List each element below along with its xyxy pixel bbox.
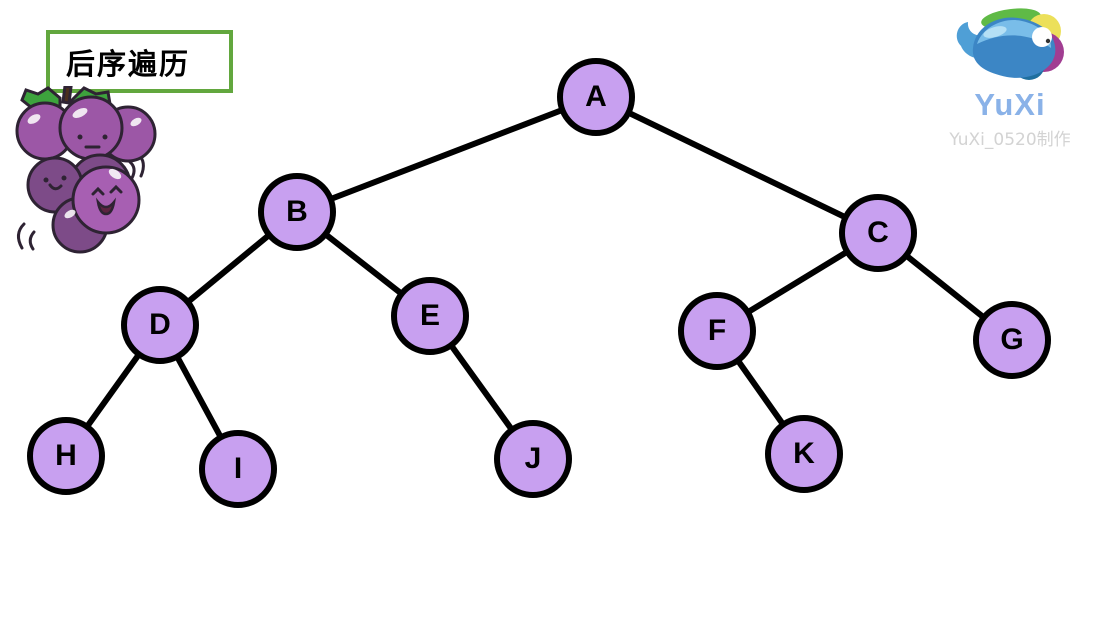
tree-node-H: H (27, 417, 105, 495)
logo-subtitle: YuXi_0520制作 (949, 130, 1071, 150)
tree-node-B: B (258, 173, 336, 251)
edge-A-B (295, 94, 598, 215)
tree-node-J: J (494, 420, 572, 498)
tree-node-E: E (391, 277, 469, 355)
tree-node-C: C (839, 194, 917, 272)
edge-A-C (594, 94, 880, 236)
brand-logo: YuXi YuXi_0520制作 (935, 4, 1085, 150)
page-title: 后序遍历 (66, 46, 191, 81)
tree-node-I: I (199, 430, 277, 508)
tree-node-D: D (121, 286, 199, 364)
tree-node-A: A (557, 58, 635, 136)
whale-icon (956, 8, 1064, 80)
tree-node-K: K (765, 415, 843, 493)
title-box: 后序遍历 (46, 30, 233, 93)
tree-node-F: F (678, 292, 756, 370)
logo-name: YuXi (974, 87, 1046, 122)
grapes-icon (15, 86, 157, 254)
tree-node-G: G (973, 301, 1051, 379)
